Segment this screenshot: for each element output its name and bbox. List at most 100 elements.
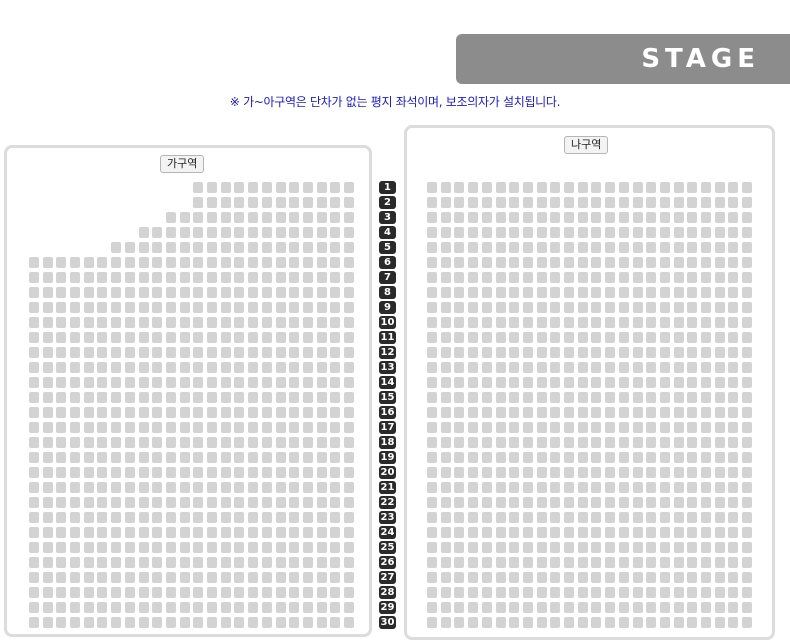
seat-na-r1-s12[interactable] xyxy=(578,182,588,193)
seat-na-r25-s10[interactable] xyxy=(550,542,560,553)
seat-na-r26-s15[interactable] xyxy=(619,557,629,568)
seat-ga-r26-s21[interactable] xyxy=(303,557,313,568)
seat-na-r11-s10[interactable] xyxy=(550,332,560,343)
seat-ga-r6-s9[interactable] xyxy=(139,257,149,268)
seat-na-r27-s12[interactable] xyxy=(578,572,588,583)
seat-ga-r25-s14[interactable] xyxy=(207,542,217,553)
seat-na-r26-s10[interactable] xyxy=(550,557,560,568)
seat-na-r8-s2[interactable] xyxy=(441,287,451,298)
seat-ga-r29-s3[interactable] xyxy=(56,602,66,613)
seat-ga-r7-s16[interactable] xyxy=(234,272,244,283)
seat-na-r3-s11[interactable] xyxy=(564,212,574,223)
seat-ga-r30-s3[interactable] xyxy=(56,617,66,628)
seat-na-r1-s7[interactable] xyxy=(509,182,519,193)
seat-na-r28-s1[interactable] xyxy=(427,587,437,598)
seat-na-r8-s20[interactable] xyxy=(687,287,697,298)
seat-ga-r21-s17[interactable] xyxy=(248,482,258,493)
seat-ga-r10-s19[interactable] xyxy=(276,317,286,328)
seat-ga-r13-s18[interactable] xyxy=(262,362,272,373)
seat-ga-r6-s19[interactable] xyxy=(276,257,286,268)
seat-na-r24-s21[interactable] xyxy=(701,527,711,538)
seat-ga-r10-s13[interactable] xyxy=(193,317,203,328)
seat-na-r4-s13[interactable] xyxy=(591,227,601,238)
seat-na-r1-s11[interactable] xyxy=(564,182,574,193)
seat-na-r16-s24[interactable] xyxy=(742,407,752,418)
seat-na-r23-s6[interactable] xyxy=(496,512,506,523)
seat-na-r16-s2[interactable] xyxy=(441,407,451,418)
seat-na-r18-s7[interactable] xyxy=(509,437,519,448)
seat-ga-r21-s23[interactable] xyxy=(330,482,340,493)
seat-ga-r14-s5[interactable] xyxy=(84,377,94,388)
seat-na-r27-s24[interactable] xyxy=(742,572,752,583)
seat-ga-r13-s1[interactable] xyxy=(29,362,39,373)
seat-na-r17-s1[interactable] xyxy=(427,422,437,433)
seat-na-r17-s6[interactable] xyxy=(496,422,506,433)
seat-na-r18-s17[interactable] xyxy=(646,437,656,448)
seat-na-r24-s3[interactable] xyxy=(454,527,464,538)
seat-ga-r22-s11[interactable] xyxy=(166,497,176,508)
seat-ga-r22-s8[interactable] xyxy=(125,497,135,508)
seat-ga-r5-s11[interactable] xyxy=(248,242,258,253)
seat-na-r2-s17[interactable] xyxy=(646,197,656,208)
seat-na-r18-s6[interactable] xyxy=(496,437,506,448)
seat-ga-r8-s4[interactable] xyxy=(70,287,80,298)
seat-na-r9-s23[interactable] xyxy=(728,302,738,313)
seat-na-r30-s23[interactable] xyxy=(728,617,738,628)
seat-ga-r10-s7[interactable] xyxy=(111,317,121,328)
seat-ga-r5-s2[interactable] xyxy=(125,242,135,253)
seat-ga-r30-s17[interactable] xyxy=(248,617,258,628)
seat-ga-r6-s23[interactable] xyxy=(330,257,340,268)
seat-na-r7-s20[interactable] xyxy=(687,272,697,283)
seat-ga-r12-s4[interactable] xyxy=(70,347,80,358)
seat-na-r25-s5[interactable] xyxy=(482,542,492,553)
seat-ga-r16-s22[interactable] xyxy=(317,407,327,418)
seat-ga-r10-s21[interactable] xyxy=(303,317,313,328)
seat-na-r9-s2[interactable] xyxy=(441,302,451,313)
seat-ga-r22-s21[interactable] xyxy=(303,497,313,508)
seat-ga-r30-s12[interactable] xyxy=(180,617,190,628)
seat-na-r13-s9[interactable] xyxy=(537,362,547,373)
seat-ga-r24-s21[interactable] xyxy=(303,527,313,538)
seat-ga-r19-s2[interactable] xyxy=(43,452,53,463)
seat-na-r1-s4[interactable] xyxy=(468,182,478,193)
seat-na-r10-s16[interactable] xyxy=(633,317,643,328)
seat-na-r11-s9[interactable] xyxy=(537,332,547,343)
seat-ga-r16-s14[interactable] xyxy=(207,407,217,418)
seat-ga-r24-s24[interactable] xyxy=(344,527,354,538)
seat-ga-r26-s7[interactable] xyxy=(111,557,121,568)
seat-na-r2-s1[interactable] xyxy=(427,197,437,208)
seat-na-r19-s16[interactable] xyxy=(633,452,643,463)
seat-na-r26-s7[interactable] xyxy=(509,557,519,568)
seat-ga-r12-s20[interactable] xyxy=(289,347,299,358)
seat-na-r29-s21[interactable] xyxy=(701,602,711,613)
seat-na-r28-s8[interactable] xyxy=(523,587,533,598)
seat-na-r9-s11[interactable] xyxy=(564,302,574,313)
seat-na-r22-s5[interactable] xyxy=(482,497,492,508)
seat-ga-r30-s11[interactable] xyxy=(166,617,176,628)
seat-ga-r18-s19[interactable] xyxy=(276,437,286,448)
seat-na-r13-s4[interactable] xyxy=(468,362,478,373)
seat-ga-r6-s13[interactable] xyxy=(193,257,203,268)
seat-na-r27-s20[interactable] xyxy=(687,572,697,583)
seat-na-r30-s15[interactable] xyxy=(619,617,629,628)
seat-na-r17-s10[interactable] xyxy=(550,422,560,433)
seat-na-r19-s6[interactable] xyxy=(496,452,506,463)
seat-na-r27-s2[interactable] xyxy=(441,572,451,583)
seat-ga-r15-s16[interactable] xyxy=(234,392,244,403)
seat-na-r22-s20[interactable] xyxy=(687,497,697,508)
seat-ga-r6-s15[interactable] xyxy=(221,257,231,268)
seat-ga-r3-s5[interactable] xyxy=(221,212,231,223)
seat-na-r18-s3[interactable] xyxy=(454,437,464,448)
seat-na-r30-s24[interactable] xyxy=(742,617,752,628)
seat-ga-r23-s20[interactable] xyxy=(289,512,299,523)
seat-ga-r27-s9[interactable] xyxy=(139,572,149,583)
seat-na-r9-s16[interactable] xyxy=(633,302,643,313)
seat-na-r27-s3[interactable] xyxy=(454,572,464,583)
seat-na-r10-s4[interactable] xyxy=(468,317,478,328)
seat-na-r23-s16[interactable] xyxy=(633,512,643,523)
seat-ga-r24-s6[interactable] xyxy=(97,527,107,538)
seat-na-r30-s4[interactable] xyxy=(468,617,478,628)
seat-ga-r20-s4[interactable] xyxy=(70,467,80,478)
seat-na-r18-s22[interactable] xyxy=(715,437,725,448)
seat-ga-r12-s22[interactable] xyxy=(317,347,327,358)
